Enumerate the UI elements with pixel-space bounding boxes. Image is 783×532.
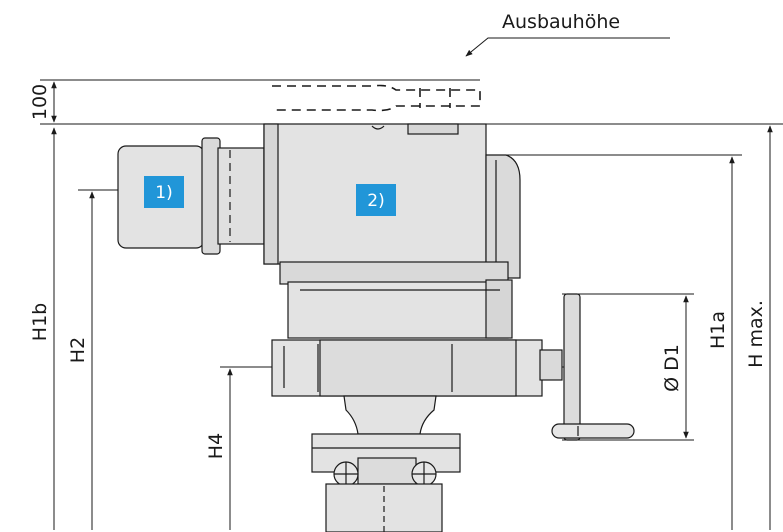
motor-flange — [201, 137, 221, 255]
handwheel-grip — [551, 423, 635, 439]
label-h1a: H1a — [707, 311, 729, 349]
label-removal-height: Ausbauhöhe — [502, 11, 620, 33]
label-h4: H4 — [205, 433, 227, 459]
gearbox — [287, 281, 509, 339]
callout-body-text: 2) — [367, 191, 384, 211]
label-hmax: H max. — [745, 300, 767, 368]
label-h2: H2 — [67, 337, 89, 363]
dimension-lines — [51, 37, 773, 530]
removal-height-leader — [465, 37, 670, 57]
handwheel-shaft — [539, 349, 563, 381]
label-clearance: 100 — [29, 84, 51, 120]
callout-body: 2) — [356, 184, 396, 216]
callout-motor: 1) — [144, 176, 184, 208]
handwheel — [563, 293, 581, 441]
callout-motor-text: 1) — [155, 183, 172, 203]
removal-ghost-outline — [272, 84, 481, 112]
gearbox-upper — [279, 261, 509, 285]
output-neck — [343, 395, 437, 435]
label-h1b: H1b — [29, 303, 51, 341]
label-d1: Ø D1 — [661, 344, 683, 392]
motor-adapter — [217, 147, 265, 245]
side-cover — [485, 154, 521, 279]
